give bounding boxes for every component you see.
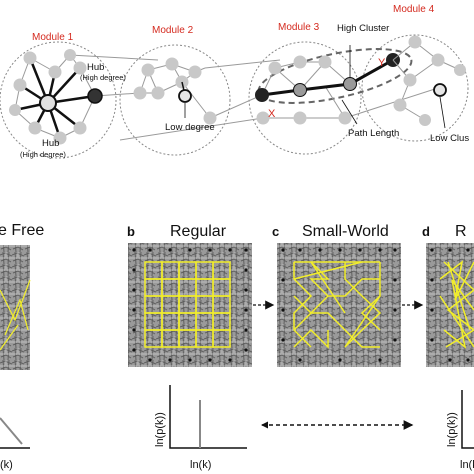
regular-panel [128,243,252,367]
low-cluster-label: Low Clus [430,133,469,144]
module-3-nodes [256,55,352,125]
random-panel [426,243,474,367]
panel-c-letter: c [272,224,279,239]
regular-ylabel: ln(p(k)) [154,412,166,447]
small-world-panel [277,243,401,367]
module-2-label: Module 2 [152,25,194,36]
module-1-nodes [9,49,87,145]
random-dots [430,248,470,362]
small-world-dots [281,248,397,362]
random-degree-plot: ln(p(k)) ln(k) [446,390,474,471]
panel-c-title: Small-World [302,223,389,240]
regular-dots [132,248,248,362]
high-cluster-label: High Cluster [337,23,389,34]
random-ylabel: ln(p(k)) [446,412,458,447]
node-x [255,88,269,102]
hub-label-left: Hub [42,138,59,149]
scale-free-degree-plot: (k) [0,417,30,471]
hub-node-2 [87,88,103,104]
panel-a-title: e Free [0,222,44,239]
leader-lines [184,45,446,129]
hub-sublabel-left: (High degree) [20,150,66,159]
module-3-boundary [248,41,362,155]
node-x-label: X [268,108,276,120]
panel-b-title: Regular [170,223,227,240]
module-4-nodes [393,35,466,126]
small-world-edges [293,261,382,349]
module-4-boundary [361,34,469,142]
path-node-1 [293,83,307,97]
hub-sublabel-right: (High degree) [80,73,126,82]
scale-free-panel [0,245,31,370]
low-degree-label: Low degree [165,122,215,133]
random-xlabel: ln(k) [460,459,474,471]
module-2-boundary [119,44,231,156]
panel-d-letter: d [422,224,430,239]
panel-titles: e Free b Regular c Small-World d R [0,222,467,240]
random-edges [439,260,474,349]
module-1-boundary [0,41,117,159]
regular-lattice [144,261,231,348]
path-length-label: Path Length [348,128,399,139]
path-length-line [261,58,394,97]
node-y-label: Y [378,57,386,69]
hub-label-right: Hub [87,62,104,73]
module-4-label: Module 4 [393,4,435,15]
module-2-nodes [133,57,217,125]
low-cluster-node [433,83,447,97]
modular-network: Module 1 Module 2 Module 3 Module 4 Hub … [0,4,469,159]
panel-b-letter: b [127,224,135,239]
low-degree-node [178,89,192,103]
high-cluster-node [343,77,357,91]
module-3-label: Module 3 [278,22,320,33]
hub-node-1 [39,94,57,112]
regular-degree-plot: ln(p(k)) ln(k) [154,385,247,471]
panel-d-title: R [455,223,467,240]
scale-free-xlabel: (k) [0,459,13,471]
module-1-label: Module 1 [32,32,74,43]
regular-xlabel: ln(k) [190,459,211,471]
